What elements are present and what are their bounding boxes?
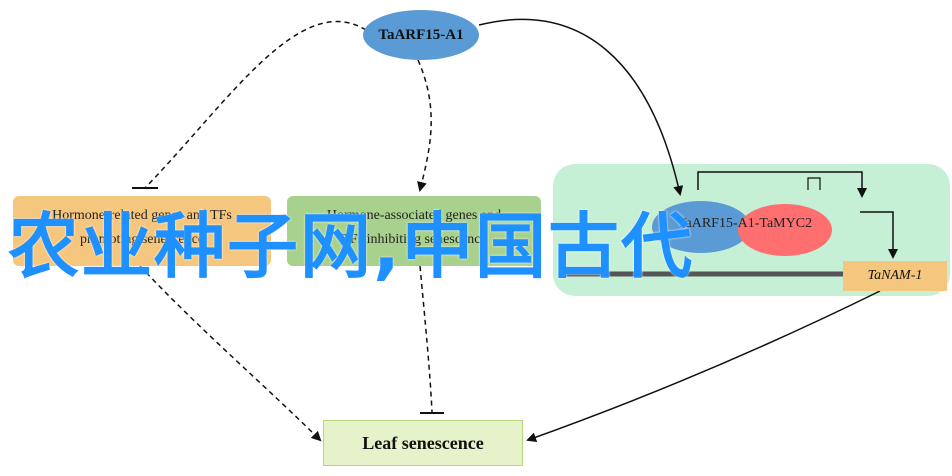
- promote-line1: Hormone-related genes and TFs: [52, 208, 232, 223]
- inhibit-line2: TFs inhibiting senescence: [341, 232, 487, 247]
- leaf-senescence-label: Leaf senescence: [362, 432, 484, 453]
- inhibit-line1: Hormone-associated genes and: [326, 208, 502, 223]
- edge-inhibit-to-leaf: [419, 265, 433, 413]
- tanam1-label: TaNAM-1: [867, 268, 923, 283]
- complex-label: TaARF15-A1-TaMYC2: [677, 216, 813, 231]
- taarf15-node: TaARF15-A1: [363, 10, 479, 60]
- taarf15-label: TaARF15-A1: [378, 26, 464, 43]
- complex-to-nam-arrow: [860, 211, 898, 259]
- edge-tf-to-promote: [144, 20, 367, 189]
- edge-promote-to-leaf: [139, 265, 322, 442]
- edge-tf-to-inhibit: [417, 59, 432, 192]
- inhibit-senescence-box: Hormone-associated genes and TFs inhibit…: [287, 196, 541, 266]
- edge-tf-to-complex: [478, 18, 684, 196]
- promote-senescence-box: Hormone-related genes and TFs promoting …: [13, 196, 271, 266]
- complex-bracket-inner: [807, 177, 821, 190]
- complex-bracket-outer: [697, 171, 867, 198]
- promote-line2: promoting senescence: [79, 232, 204, 247]
- arf15-ellipse: [652, 201, 750, 253]
- myc2-ellipse: [738, 204, 832, 256]
- tanam1-box: TaNAM-1: [843, 261, 947, 291]
- edge-nam-to-leaf: [526, 290, 881, 443]
- leaf-senescence-box: Leaf senescence: [323, 420, 523, 466]
- watermark-text: 农业种子网,中国古代: [8, 205, 694, 288]
